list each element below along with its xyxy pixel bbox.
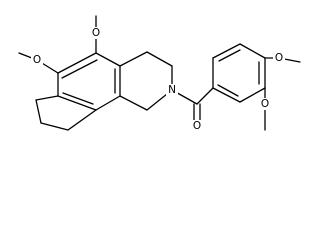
atom-o-carbonyl: O: [191, 120, 203, 132]
bond-cp-4: [67, 109, 97, 131]
atom-o-methoxy-upper-left: O: [90, 27, 102, 39]
atom-label-o: O: [33, 54, 41, 66]
bond-ring-a1: [57, 52, 97, 74]
bond-ring-a5: [57, 95, 97, 111]
bond-ph-2: [212, 43, 241, 59]
bond-ph-2-inner: [218, 49, 241, 62]
bond-lines: [18, 15, 301, 131]
bond-cp-1: [35, 95, 59, 101]
atom-label-o: O: [92, 27, 100, 39]
bond-cp-3: [40, 122, 69, 131]
bond-carbonyl-to-ring: [196, 87, 214, 105]
atom-o-methoxy-meta: O: [259, 98, 271, 110]
bond-ring-a5-inner: [62, 92, 94, 105]
atom-label-n: N: [168, 84, 176, 96]
atom-o-methoxy-lower-left: O: [31, 54, 43, 66]
bond-thiq-2: [146, 51, 173, 67]
atom-label-o: O: [275, 52, 283, 64]
bond-ph-3: [239, 43, 266, 59]
atom-labels: O O N O O O: [31, 27, 285, 132]
bond-thiq-5: [119, 95, 148, 111]
bond-cp-2: [35, 99, 42, 124]
atom-label-o: O: [261, 98, 269, 110]
bond-ring-a2: [95, 52, 121, 67]
bond-ph-6-inner: [217, 84, 239, 97]
bond-ph-6: [212, 87, 241, 103]
atom-n-ring: N: [166, 84, 178, 96]
bond-ring-a4: [95, 95, 121, 111]
atom-label-o: O: [193, 120, 201, 132]
bond-ph-5: [239, 87, 266, 103]
atom-o-methoxy-para: O: [273, 52, 285, 64]
bond-ring-a1-inner: [61, 59, 98, 79]
bond-thiq-1: [119, 51, 148, 67]
chemical-structure-diagram: O O N O O O: [18, 15, 301, 132]
